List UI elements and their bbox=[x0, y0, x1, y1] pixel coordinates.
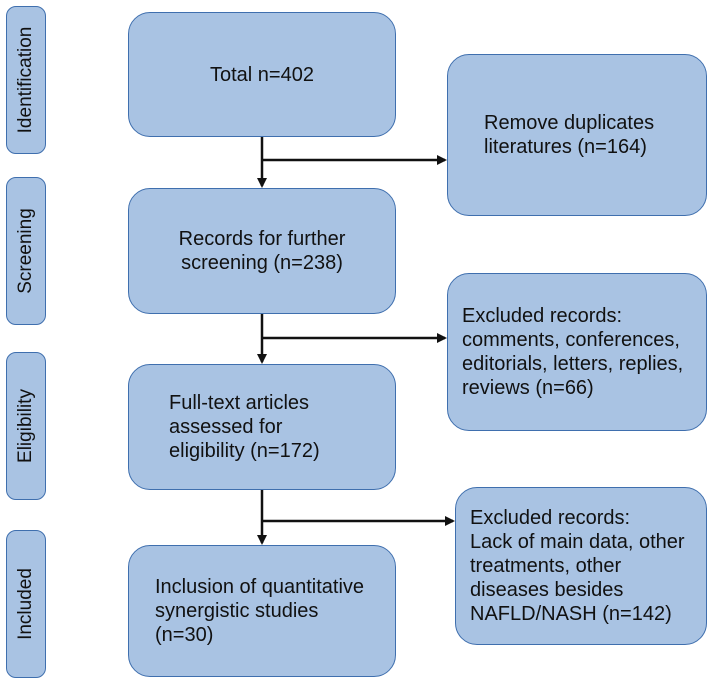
excluded-data-line: NAFLD/NASH (n=142) bbox=[470, 603, 672, 625]
screening-line: Records for further bbox=[178, 228, 346, 250]
excluded-records-box: Excluded records: comments, conferences,… bbox=[447, 273, 707, 431]
excluded-data-line: Lack of main data, other bbox=[470, 531, 685, 553]
excluded-records-line: comments, conferences, bbox=[462, 329, 680, 351]
excluded-records-line: editorials, letters, replies, bbox=[462, 353, 684, 375]
duplicates-line: Remove duplicates bbox=[484, 112, 655, 134]
excluded-data-box: Excluded records: Lack of main data, oth… bbox=[455, 487, 707, 645]
screening-line: screening (n=238) bbox=[181, 252, 343, 274]
included-line: Inclusion of quantitative bbox=[155, 576, 365, 598]
fulltext-line: eligibility (n=172) bbox=[169, 440, 320, 462]
fulltext-box: Full-text articles assessed for eligibil… bbox=[128, 364, 396, 490]
stage-included: Included bbox=[6, 530, 46, 678]
excluded-data-line: treatments, other bbox=[470, 555, 622, 577]
duplicates-box: Remove duplicates literatures (n=164) bbox=[447, 54, 707, 216]
stage-eligibility: Eligibility bbox=[6, 352, 46, 500]
total-box: Total n=402 bbox=[128, 12, 396, 137]
stage-screening: Screening bbox=[6, 177, 46, 325]
excluded-records-line: Excluded records: bbox=[462, 305, 623, 327]
screening-box: Records for further screening (n=238) bbox=[128, 188, 396, 314]
excluded-data-line: Excluded records: bbox=[470, 507, 631, 529]
duplicates-line: literatures (n=164) bbox=[484, 136, 647, 158]
total-text: Total n=402 bbox=[210, 63, 314, 86]
included-box: Inclusion of quantitative synergistic st… bbox=[128, 545, 396, 677]
fulltext-line: assessed for bbox=[169, 416, 283, 438]
fulltext-line: Full-text articles bbox=[169, 392, 310, 414]
stage-identification: Identification bbox=[6, 6, 46, 154]
included-line: (n=30) bbox=[155, 624, 214, 646]
excluded-records-line: reviews (n=66) bbox=[462, 377, 594, 399]
excluded-data-line: diseases besides bbox=[470, 579, 624, 601]
included-line: synergistic studies bbox=[155, 600, 319, 622]
